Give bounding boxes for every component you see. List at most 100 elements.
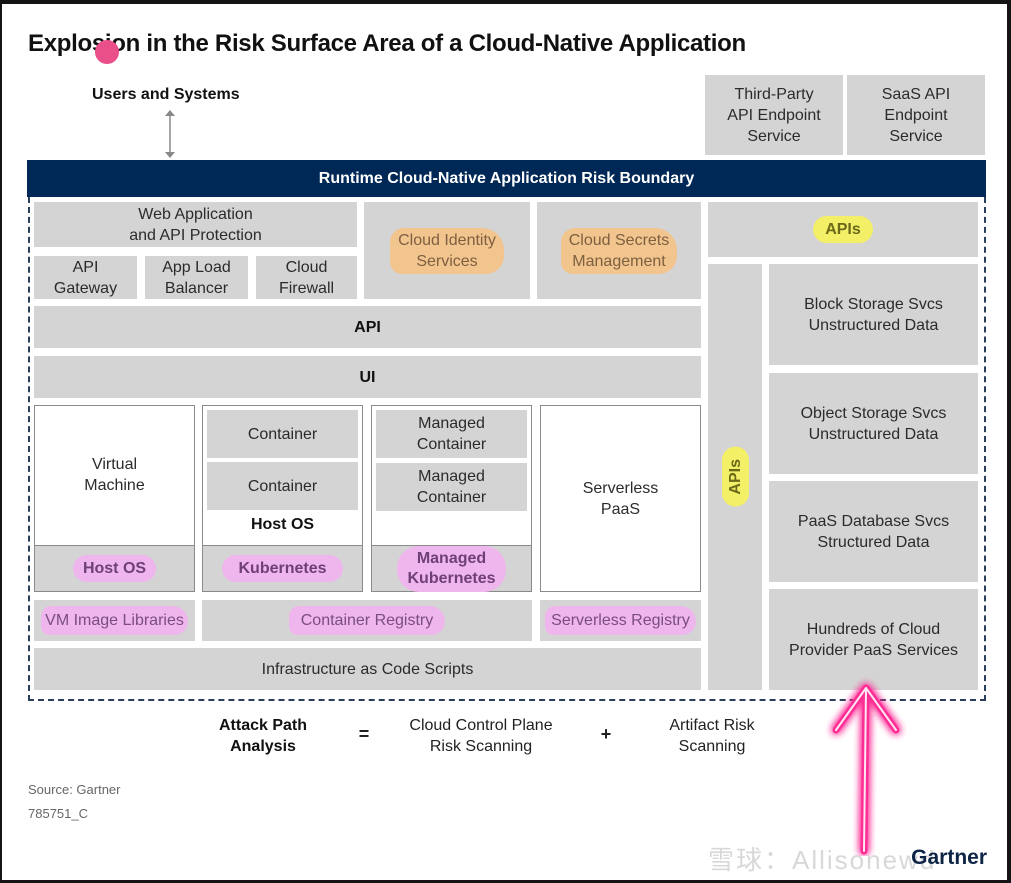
line: Block Storage Svcs [804, 295, 943, 313]
bidirectional-arrow-icon [165, 110, 175, 158]
api-gateway: API Gateway [34, 256, 137, 299]
label: API [354, 318, 381, 336]
kubernetes: Kubernetes [202, 545, 363, 592]
infrastructure-as-code-scripts: Infrastructure as Code Scripts [34, 648, 701, 690]
attack-path-analysis: Attack Path Analysis [208, 715, 318, 757]
container-host-os: Host OS [250, 516, 315, 533]
line: PaaS Database Svcs [797, 512, 950, 530]
label: Infrastructure as Code Scripts [261, 660, 474, 678]
line: Container [416, 489, 487, 506]
apis-top: APIs [708, 202, 978, 257]
line: Firewall [278, 279, 335, 297]
line: Service [747, 127, 801, 145]
users-and-systems-label: Users and Systems [92, 86, 240, 103]
pink-highlight: Kubernetes [222, 555, 343, 582]
line: Analysis [230, 738, 296, 755]
pink-highlight: Serverless Registry [545, 606, 696, 635]
line: Endpoint [884, 106, 948, 124]
risk-boundary-banner: Runtime Cloud-Native Application Risk Bo… [27, 160, 986, 197]
vm-image-libraries: VM Image Libraries [34, 600, 195, 641]
line: Unstructured Data [808, 316, 939, 334]
line: Unstructured Data [808, 425, 939, 443]
watermark: 雪球：Allisonewd [708, 845, 937, 875]
cloud-provider-paas-services: Hundreds of Cloud Provider PaaS Services [769, 589, 978, 690]
line: Container [416, 436, 487, 453]
apis-vertical: APIs [708, 264, 762, 690]
ui-layer: UI [34, 356, 701, 398]
line: Virtual [91, 456, 138, 473]
line: Serverless [582, 479, 659, 497]
line: Attack Path [218, 717, 308, 734]
object-storage-services: Object Storage Svcs Unstructured Data [769, 373, 978, 474]
line: Hundreds of Cloud [806, 620, 941, 638]
managed-container: Managed Container [376, 463, 527, 511]
line: Third-Party [734, 85, 814, 103]
line: Kubernetes [407, 569, 496, 587]
pointer-dot [95, 40, 119, 64]
line: Artifact Risk [669, 717, 755, 734]
web-application-api-protection: Web Application and API Protection [34, 202, 357, 247]
line: Gateway [53, 279, 118, 297]
container: Container [207, 410, 358, 458]
pink-highlight: Host OS [72, 555, 157, 582]
line: Provider PaaS Services [789, 641, 958, 659]
plus-sign: + [600, 724, 612, 744]
line: Service [889, 127, 943, 145]
label: Container [247, 425, 318, 443]
cloud-firewall: Cloud Firewall [256, 256, 357, 299]
saas-api-endpoint-service: SaaS API Endpoint Service [847, 75, 985, 155]
orange-highlight: Cloud Secrets Management [560, 227, 678, 274]
line: Cloud Secrets [568, 231, 670, 249]
line: API Endpoint [727, 106, 821, 124]
serverless-registry: Serverless Registry [540, 600, 701, 641]
pink-highlight: VM Image Libraries [41, 606, 188, 635]
line: Balancer [164, 279, 229, 297]
line: Scanning [678, 738, 746, 755]
managed-kubernetes: Managed Kubernetes [371, 545, 532, 592]
managed-container: Managed Container [376, 410, 527, 458]
document-id: 785751_C [28, 806, 88, 821]
pink-highlight: Container Registry [288, 606, 446, 635]
line: Services [416, 252, 478, 270]
paas-database-services: PaaS Database Svcs Structured Data [769, 481, 978, 582]
orange-highlight: Cloud Identity Services [390, 227, 504, 274]
cloud-identity-services: Cloud Identity Services [364, 202, 530, 299]
risk-boundary-dashed-frame [28, 197, 986, 701]
line: Object Storage Svcs [800, 404, 947, 422]
line: and API Protection [129, 226, 262, 244]
line: Web Application [138, 205, 253, 223]
yellow-highlight: APIs [721, 447, 749, 507]
line: Cloud Control Plane [409, 717, 553, 734]
line: API [72, 258, 99, 276]
line: SaaS API [881, 85, 951, 103]
block-storage-services: Block Storage Svcs Unstructured Data [769, 264, 978, 365]
line: Risk Scanning [429, 738, 533, 755]
virtual-machine: Virtual Machine [34, 405, 195, 545]
container-registry: Container Registry [202, 600, 532, 641]
equals-sign: = [358, 724, 370, 744]
api-layer: API [34, 306, 701, 348]
line: Cloud [285, 258, 328, 276]
vm-host-os: Host OS [34, 545, 195, 592]
diagram-title: Explosion in the Risk Surface Area of a … [28, 30, 746, 57]
label: Container [247, 477, 318, 495]
app-load-balancer: App Load Balancer [145, 256, 248, 299]
gartner-logo: Gartner [911, 846, 987, 869]
third-party-api-endpoint-service: Third-Party API Endpoint Service [705, 75, 843, 155]
line: PaaS [600, 500, 641, 518]
line: Management [572, 252, 666, 270]
annotation-arrow-icon [832, 684, 900, 855]
line: Machine [84, 477, 145, 494]
line: Structured Data [817, 533, 930, 551]
yellow-highlight: APIs [813, 216, 873, 243]
line: Managed [416, 549, 487, 567]
line: Managed [418, 415, 485, 432]
serverless-paas: Serverless PaaS [540, 405, 701, 592]
label: UI [359, 368, 376, 386]
source-note: Source: Gartner [28, 782, 121, 797]
line: Cloud Identity [398, 231, 496, 249]
container: Container [207, 462, 358, 510]
artifact-risk-scanning: Artifact Risk Scanning [642, 715, 782, 757]
pink-highlight: Managed Kubernetes [397, 545, 506, 592]
cloud-control-plane-risk-scanning: Cloud Control Plane Risk Scanning [386, 715, 576, 757]
